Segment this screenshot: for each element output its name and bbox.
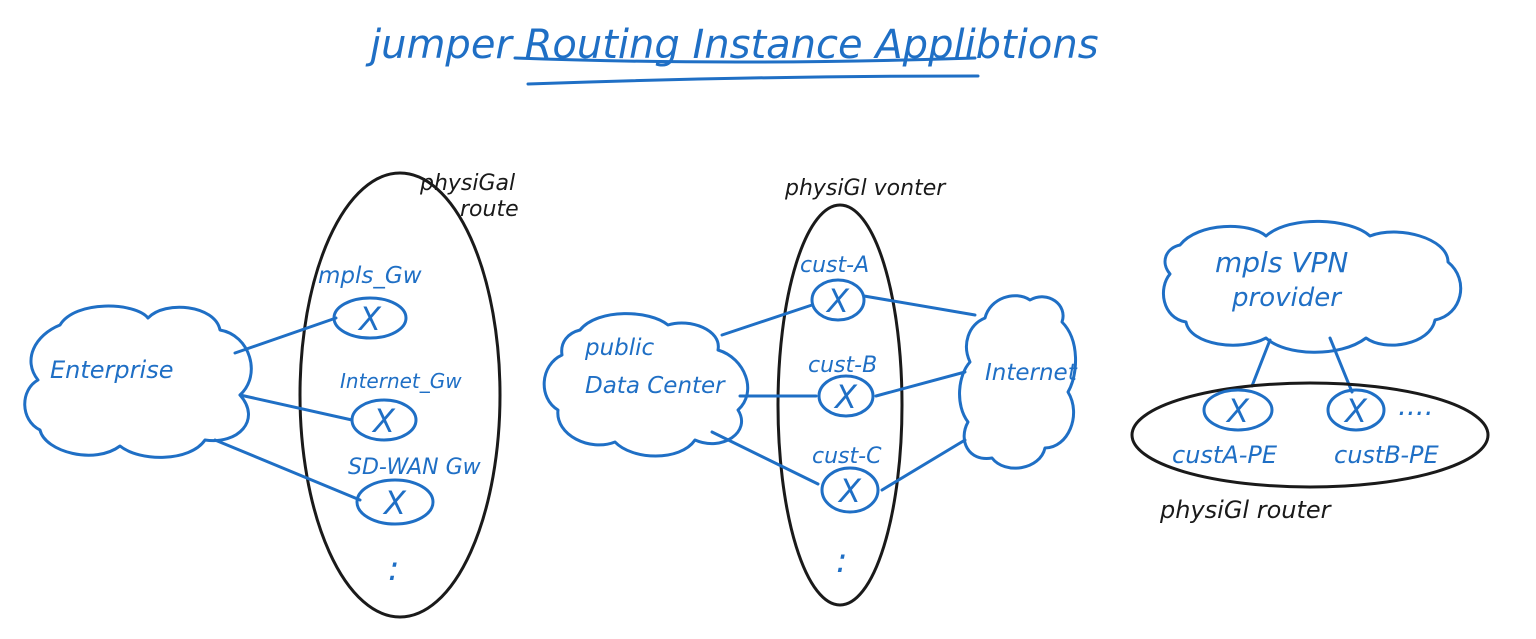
instance-x-cust-c: X — [837, 472, 862, 510]
public-data-center-label-line2: Data Center — [585, 373, 726, 399]
diagram-multitenant-router: physiGl vonter public Data Center Intern… — [542, 176, 1078, 607]
diagram-title: jumper Routing Instance Applibtions — [365, 22, 1099, 68]
instance-x-cust-b: X — [833, 378, 858, 416]
instance-x-sdwan-gw: X — [382, 484, 407, 522]
instance-x-custa-pe: X — [1225, 392, 1250, 430]
instance-label-custb-pe: custB-PE — [1334, 441, 1439, 469]
instance-label-mpls-gw: mpls_Gw — [318, 263, 422, 289]
instance-label-cust-a: cust-A — [800, 253, 869, 278]
link-cust-a-internet — [862, 294, 977, 317]
link-cust-c-internet — [880, 438, 967, 492]
instance-x-custb-pe: X — [1343, 392, 1368, 430]
more-instances-dots: .... — [1398, 389, 1434, 422]
instance-label-internet-gw: Internet_Gw — [340, 369, 462, 393]
instance-node-custb-pe — [1326, 388, 1386, 432]
instance-node-sdwan-gw — [355, 478, 435, 526]
physical-router-oval — [776, 203, 904, 607]
instance-node-cust-a — [810, 278, 866, 322]
physical-router-label-line1: physiGal — [419, 171, 515, 196]
more-instances-dots: : — [836, 541, 847, 581]
instance-x-cust-a: X — [825, 282, 850, 320]
title-underline-lower — [526, 74, 980, 86]
instance-node-internet-gw — [350, 398, 418, 442]
mpls-vpn-label-line1: mpls VPN — [1215, 246, 1348, 279]
mpls-vpn-provider-cloud — [1161, 219, 1463, 354]
instance-label-cust-b: cust-B — [808, 353, 877, 378]
internet-cloud — [958, 294, 1078, 470]
enterprise-label: Enterprise — [50, 356, 173, 384]
title-underline-upper — [513, 56, 977, 64]
instance-node-cust-c — [820, 466, 880, 514]
instance-label-cust-c: cust-C — [812, 444, 882, 469]
link-enterprise-internet — [238, 393, 354, 422]
instance-node-custa-pe — [1202, 388, 1274, 432]
instance-label-custa-pe: custA-PE — [1172, 441, 1278, 469]
mpls-vpn-label-line2: provider — [1231, 283, 1343, 313]
link-datacenter-cust-c — [710, 430, 820, 486]
public-data-center-label-line1: public — [584, 335, 655, 361]
link-enterprise-sdwan — [213, 438, 362, 502]
instance-x-internet-gw: X — [371, 402, 396, 440]
internet-label: Internet — [985, 360, 1078, 386]
physical-router-oval — [298, 171, 502, 619]
physical-router-label-line2: route — [460, 197, 519, 222]
diagram-provider-edge-router: mpls VPN provider physiGl router X custA… — [1130, 219, 1490, 524]
diagram-enterprise-router: physiGal route Enterprise mpls_Gw X Inte… — [23, 171, 519, 619]
public-data-center-cloud — [542, 312, 750, 458]
instance-node-mpls-gw — [332, 296, 408, 340]
link-datacenter-cust-a — [720, 303, 814, 337]
physical-router-label: physiGl vonter — [784, 176, 947, 201]
more-instances-dots: : — [388, 549, 399, 589]
physical-router-label: physiGl router — [1159, 496, 1333, 524]
physical-router-oval — [1130, 381, 1490, 489]
instance-label-sdwan-gw: SD-WAN Gw — [348, 455, 482, 480]
instance-x-mpls-gw: X — [357, 300, 382, 338]
instance-node-cust-b — [817, 374, 875, 418]
link-enterprise-mpls — [233, 316, 338, 355]
link-cust-b-internet — [874, 370, 967, 398]
link-provider-custa-pe — [1250, 338, 1272, 388]
